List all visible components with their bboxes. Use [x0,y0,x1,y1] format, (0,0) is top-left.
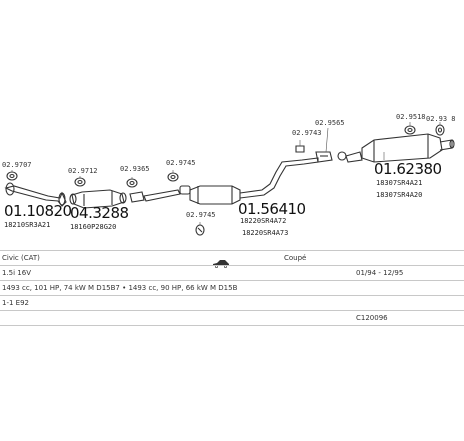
row-extra: 1-1 E92 [0,296,464,310]
spec-label: 1493 cc, 101 HP, 74 kW M D15B7 • 1493 cc… [2,284,238,292]
gasket-02-9707 [6,171,18,181]
label-02-9565: 02.9565 [315,119,345,127]
label-02-9743: 02.9743 [292,129,322,137]
reference-label: C120096 [356,314,388,322]
label-02-9712: 02.9712 [68,167,98,175]
extra-label: 1-1 E92 [2,299,29,307]
centre-pipe-shape [143,189,181,202]
dates-label: 01/94 - 12/95 [356,269,404,277]
hanger-02-9518 [404,125,416,135]
hanger-02-9745a [167,172,179,182]
hanger-02-9565 [315,151,333,163]
oem-code-18307-20: 18307SR4A20 [376,191,423,199]
hanger-02-9743 [295,145,305,153]
oem-code-18160: 18160P28G20 [70,223,117,231]
part-number-04-3288[interactable]: 04.3288 [70,204,129,222]
hanger-02-9318 [435,124,445,136]
label-02-9745b: 02.9745 [186,211,216,219]
row-model: Civic (CAT) Coupé [0,251,464,269]
model-label: Civic (CAT) [2,254,40,262]
label-02-9707: 02.9707 [2,161,32,169]
label-02-9365: 02.9365 [120,165,150,173]
part-number-01-10820[interactable]: 01.10820 [4,202,72,220]
exhaust-system-drawing [4,122,455,236]
engine-label: 1.5i 16V [2,269,31,277]
label-02-9745a: 02.9745 [166,159,196,167]
label-02-9318: 02.93 8 [426,115,456,123]
oem-code-18220-72: 18220SR4A72 [240,217,287,225]
catalytic-converter-shape [71,189,125,209]
gasket-02-9365 [126,178,138,188]
label-02-9518: 02.9518 [396,113,426,121]
exhaust-diagram: 02.9707 02.9712 02.9365 02.9745 02.9745 … [2,113,456,237]
vehicle-info-table: Civic (CAT) Coupé 1.5i 16V 01/94 - 12/95… [0,250,464,326]
front-pipe-flange [5,182,15,196]
part-number-01-56410[interactable]: 01.56410 [238,200,306,218]
row-spec: 1493 cc, 101 HP, 74 kW M D15B7 • 1493 cc… [0,281,464,295]
middle-silencer-shape [189,185,241,205]
oem-code-18307-21: 18307SR4A21 [376,179,423,187]
rising-pipe-shape [239,157,319,199]
oem-code-18220-73: 18220SR4A73 [242,229,289,237]
row-engine: 1.5i 16V 01/94 - 12/95 [0,266,464,280]
body-type-label: Coupé [284,254,307,262]
row-ref: C120096 [0,311,464,325]
oem-code-18210: 18210SR3A21 [4,221,51,229]
front-pipe-shape [4,185,67,207]
part-number-01-62380[interactable]: 01.62380 [374,160,442,178]
gasket-02-9712 [74,177,86,187]
